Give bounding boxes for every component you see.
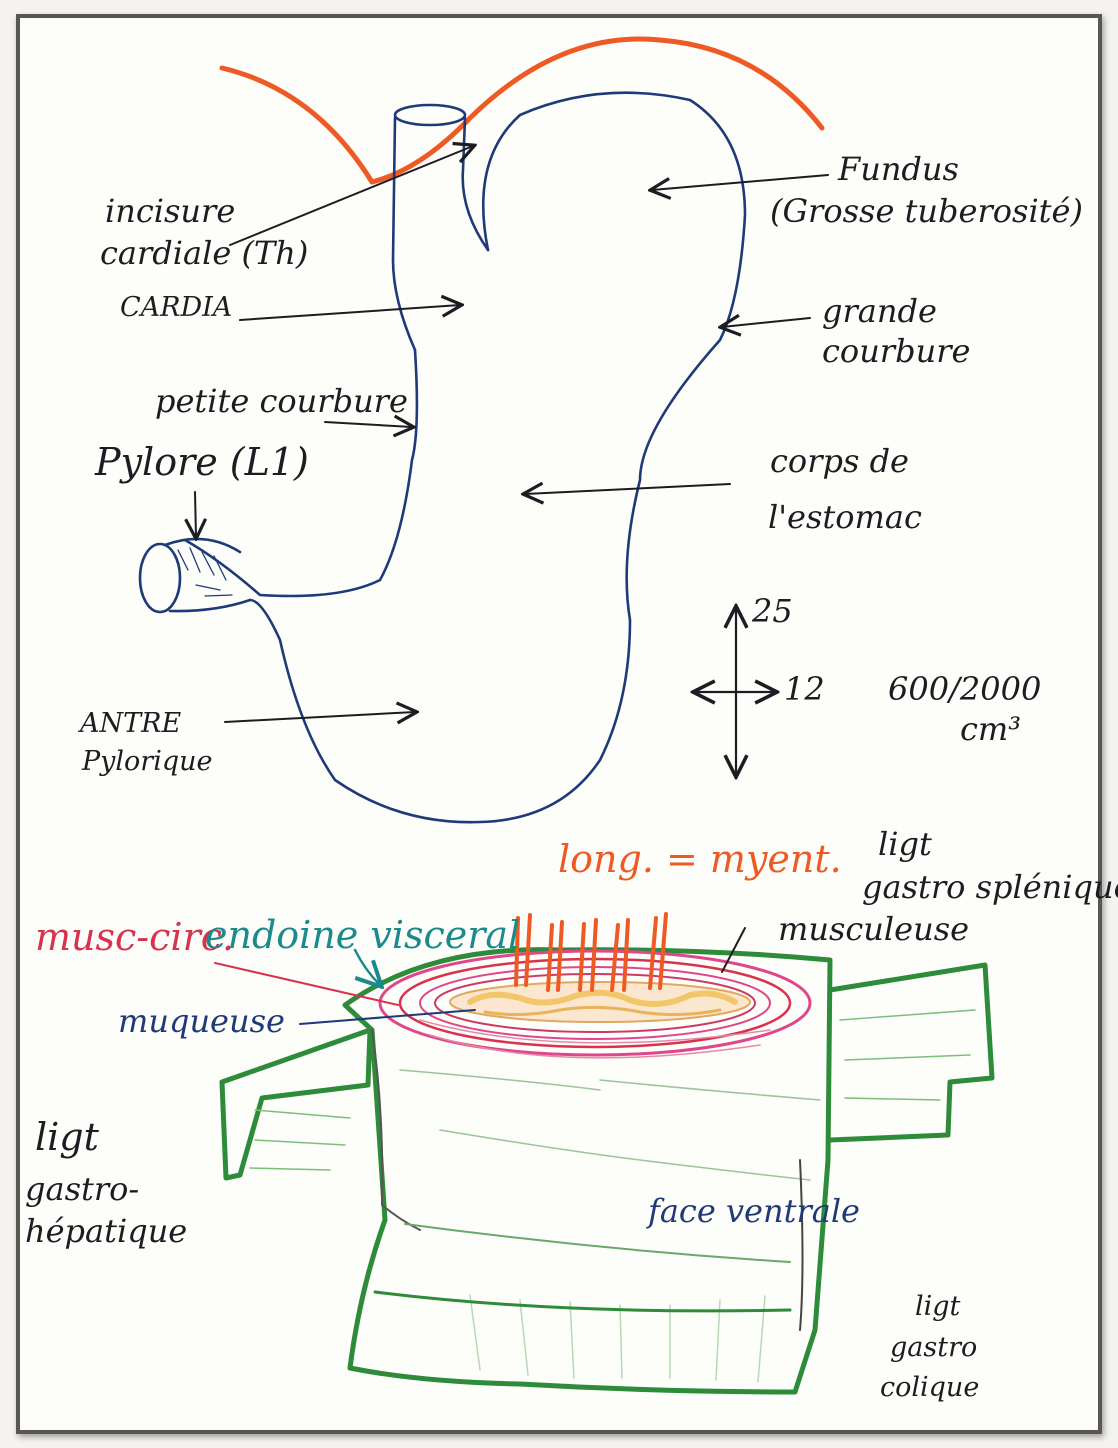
svg-text:cm³: cm³ xyxy=(960,710,1021,748)
hepatic-ligament-label: ligt gastro- hépatique xyxy=(25,1115,187,1250)
pylore-label: Pylore (L1) xyxy=(94,440,309,484)
dimension-cross: 25 12 xyxy=(695,592,825,775)
svg-text:gastro: gastro xyxy=(890,1332,977,1363)
incisure-label: incisure cardiale (Th) xyxy=(100,192,308,272)
incisure-arrow xyxy=(229,146,473,246)
svg-text:corps de: corps de xyxy=(770,442,909,480)
grande-courbure-arrow xyxy=(722,318,811,327)
svg-text:ligt: ligt xyxy=(35,1115,100,1159)
splenic-ligament-label: ligt gastro splénique xyxy=(862,825,1118,906)
svg-text:hépatique: hépatique xyxy=(25,1212,187,1250)
svg-text:gastro-: gastro- xyxy=(25,1170,139,1208)
svg-text:colique: colique xyxy=(880,1372,979,1403)
myenteric-plexus xyxy=(514,912,668,992)
svg-text:Fundus: Fundus xyxy=(837,150,959,188)
svg-text:courbure: courbure xyxy=(822,332,970,370)
cardia-arrow xyxy=(239,305,460,321)
myenteric-label: long. = myent. xyxy=(558,837,842,881)
antre-arrow xyxy=(224,712,415,722)
svg-text:(Grosse tuberosité): (Grosse tuberosité) xyxy=(770,192,1083,230)
petite-courbure-label: petite courbure xyxy=(155,382,408,420)
musculeuse-arrow xyxy=(721,927,746,973)
svg-text:600/2000: 600/2000 xyxy=(888,670,1041,708)
serosa-arrow xyxy=(353,948,380,985)
svg-text:ligt: ligt xyxy=(915,1291,961,1322)
svg-text:25: 25 xyxy=(751,592,793,630)
antre-label: ANTRE Pylorique xyxy=(77,708,213,777)
corps-arrow xyxy=(525,484,731,494)
cardia-label: CARDIA xyxy=(120,292,232,323)
gastro-hepatic-ligament xyxy=(219,1027,373,1181)
gastro-splenic-ligament xyxy=(827,962,995,1143)
svg-text:ANTRE: ANTRE xyxy=(77,708,181,739)
svg-text:cardiale (Th): cardiale (Th) xyxy=(100,234,308,272)
colic-ligament-label: ligt gastro colique xyxy=(880,1291,979,1403)
corps-label: corps de l'estomac xyxy=(768,442,922,536)
petite-courbure-arrow xyxy=(324,422,412,427)
fundus-arrow xyxy=(652,174,829,190)
svg-text:incisure: incisure xyxy=(105,192,235,230)
diaphragm-outline xyxy=(219,36,825,185)
ventral-face-label: face ventrale xyxy=(646,1192,860,1230)
musculeuse-label: musculeuse xyxy=(778,910,969,948)
muscularis-circular-arrow xyxy=(214,962,399,1006)
volume-label: 600/2000 cm³ xyxy=(888,670,1041,748)
svg-text:Pylorique: Pylorique xyxy=(81,746,213,777)
muqueuse-arrow xyxy=(299,1009,476,1025)
svg-text:12: 12 xyxy=(784,670,825,708)
muscularis-circular-label: musc-circ. xyxy=(35,915,234,959)
svg-text:gastro splénique: gastro splénique xyxy=(862,868,1118,906)
serosa-label: endoine visceral xyxy=(205,913,520,957)
svg-text:grande: grande xyxy=(822,292,937,330)
svg-text:ligt: ligt xyxy=(878,825,932,863)
pylore-arrow xyxy=(195,491,196,537)
fundus-label: Fundus (Grosse tuberosité) xyxy=(770,150,1083,230)
grande-courbure-label: grande courbure xyxy=(822,292,970,370)
stomach-outline xyxy=(138,91,747,824)
svg-text:l'estomac: l'estomac xyxy=(768,498,922,536)
muqueuse-label: muqueuse xyxy=(118,1002,285,1040)
